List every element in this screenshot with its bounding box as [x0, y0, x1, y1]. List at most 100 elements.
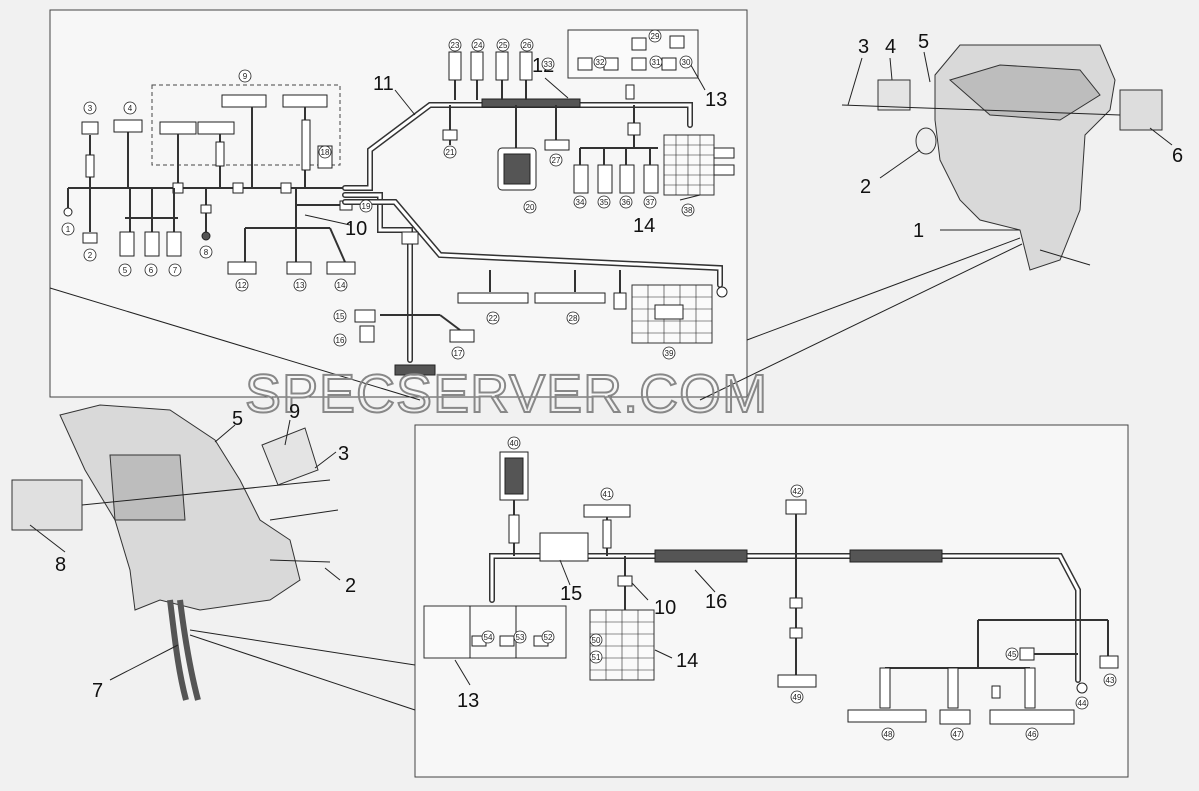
- connector-label-circle: [648, 29, 662, 43]
- connector-label-2: 2: [88, 251, 93, 260]
- connector-label-12: 12: [238, 281, 247, 290]
- connector-label-4: 4: [128, 104, 133, 113]
- overview-bottom-left: [11, 404, 339, 701]
- top-harness: [63, 29, 735, 376]
- connector-label-circle: [334, 278, 348, 292]
- connector-label-circle: [541, 630, 555, 644]
- connector-label-52: 52: [544, 633, 553, 642]
- callout-16: 16: [705, 591, 727, 613]
- callout-11: 11: [373, 73, 394, 95]
- connector-label-circle: [481, 630, 495, 644]
- connector-label-circle: [549, 153, 563, 167]
- connector-label-circle: [61, 222, 75, 236]
- connector-label-circle: [199, 245, 213, 259]
- connector-label-circle: [235, 278, 249, 292]
- connector-label-28: 28: [569, 314, 578, 323]
- connector-label-circle: [513, 630, 527, 644]
- connector-label-circle: [238, 69, 252, 83]
- connector-label-44: 44: [1078, 699, 1087, 708]
- connector-label-51: 51: [592, 653, 601, 662]
- connector-label-circle: [83, 248, 97, 262]
- connector-label-47: 47: [953, 730, 962, 739]
- connector-label-7: 7: [173, 266, 178, 275]
- connector-label-circle: [523, 200, 537, 214]
- connector-label-17: 17: [454, 349, 463, 358]
- connector-label-9: 9: [243, 72, 248, 81]
- connector-label-circle: [619, 195, 633, 209]
- connector-label-15: 15: [336, 312, 345, 321]
- connector-label-22: 22: [489, 314, 498, 323]
- connector-label-circle: [144, 263, 158, 277]
- connector-label-circle: [333, 333, 347, 347]
- callout-13b: 13: [457, 690, 479, 712]
- connector-label-1: 1: [66, 225, 71, 234]
- connector-label-19: 19: [362, 202, 371, 211]
- connector-label-48: 48: [884, 730, 893, 739]
- connector-label-50: 50: [592, 636, 601, 645]
- connector-label-circle: [541, 57, 555, 71]
- connector-label-30: 30: [682, 58, 691, 67]
- callout-3b: 3: [338, 443, 349, 465]
- connector-label-38: 38: [684, 206, 693, 215]
- connector-label-circle: [118, 263, 132, 277]
- callout-13: 13: [705, 89, 727, 111]
- callout-10b: 10: [654, 597, 676, 619]
- connector-label-circle: [520, 38, 534, 52]
- connector-label-43: 43: [1106, 676, 1115, 685]
- connector-label-25: 25: [499, 41, 508, 50]
- connector-label-circle: [123, 101, 137, 115]
- connector-label-circle: [451, 346, 465, 360]
- connector-label-6: 6: [149, 266, 154, 275]
- connector-label-circle: [168, 263, 182, 277]
- callout-14: 14: [633, 215, 655, 237]
- connector-label-circle: [573, 195, 587, 209]
- connector-label-circle: [589, 650, 603, 664]
- connector-label-21: 21: [446, 148, 455, 157]
- connector-label-42: 42: [793, 487, 802, 496]
- connector-label-20: 20: [526, 203, 535, 212]
- callouts: 1 2 3 4 5 6 10 11 12 13 14 5 9 3 8 2 7 1…: [55, 31, 1183, 712]
- connector-label-16: 16: [336, 336, 345, 345]
- connector-label-41: 41: [603, 490, 612, 499]
- connector-label-circle: [448, 38, 462, 52]
- callout-2b: 2: [345, 575, 356, 597]
- connector-label-8: 8: [204, 248, 209, 257]
- connector-label-46: 46: [1028, 730, 1037, 739]
- connector-label-circle: [589, 633, 603, 647]
- callout-4: 4: [885, 36, 896, 58]
- bottom-harness: [423, 451, 1119, 725]
- callout-leaders: [29, 51, 1173, 686]
- connector-label-circle: [790, 690, 804, 704]
- connector-label-14: 14: [337, 281, 346, 290]
- connector-label-13: 13: [296, 281, 305, 290]
- callout-15: 15: [560, 583, 582, 605]
- connector-label-53: 53: [516, 633, 525, 642]
- connector-label-34: 34: [576, 198, 585, 207]
- callout-9: 9: [289, 401, 300, 423]
- connector-label-circle: [950, 727, 964, 741]
- connector-label-circle: [83, 101, 97, 115]
- callout-5b: 5: [232, 408, 243, 430]
- callout-1: 1: [913, 220, 924, 242]
- connector-label-circle: [566, 311, 580, 325]
- connector-label-circle: [1103, 673, 1117, 687]
- connector-label-27: 27: [552, 156, 561, 165]
- connector-label-49: 49: [793, 693, 802, 702]
- watermark-text: SPECSERVER.COM: [245, 364, 768, 424]
- connector-label-33: 33: [544, 60, 553, 69]
- connector-label-26: 26: [523, 41, 532, 50]
- connector-label-circle: [443, 145, 457, 159]
- connector-label-circle: [679, 55, 693, 69]
- connector-label-31: 31: [652, 58, 661, 67]
- callout-7: 7: [92, 680, 103, 702]
- callout-10: 10: [345, 218, 367, 240]
- connector-label-circle: [600, 487, 614, 501]
- connector-label-3: 3: [88, 104, 93, 113]
- connector-label-circle: [662, 346, 676, 360]
- callout-8: 8: [55, 554, 66, 576]
- connector-label-32: 32: [596, 58, 605, 67]
- connector-label-circle: [359, 199, 373, 213]
- connector-label-24: 24: [474, 41, 483, 50]
- connector-label-35: 35: [600, 198, 609, 207]
